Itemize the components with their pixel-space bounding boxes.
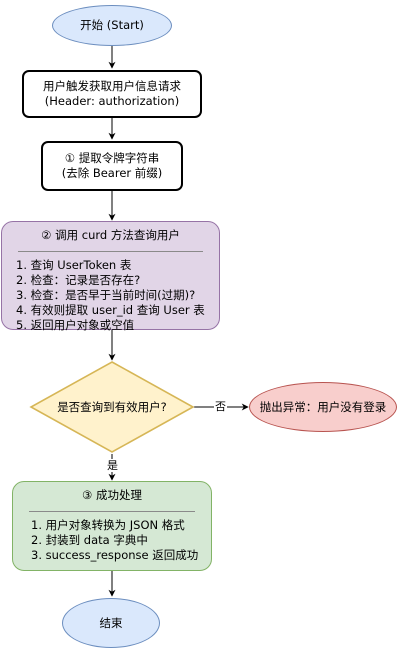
end-label: 结束 bbox=[99, 615, 123, 630]
decision-label: 是否查询到有效用户? bbox=[57, 399, 167, 414]
query-divider bbox=[18, 251, 203, 252]
success-step: 2. 封装到 data 字典中 bbox=[31, 533, 148, 547]
query-title: ② 调用 curd 方法查询用户 bbox=[41, 228, 180, 242]
success-divider bbox=[29, 511, 195, 512]
query-step-list: 1. 查询 UserToken 表 2. 检查：记录是否存在? 3. 检查：是否… bbox=[16, 258, 205, 333]
success-step-list: 1. 用户对象转换为 JSON 格式 2. 封装到 data 字典中 3. su… bbox=[31, 518, 198, 563]
query-step: 4. 有效则提取 user_id 查询 User 表 bbox=[16, 303, 205, 317]
request-node: 用户触发获取用户信息请求 (Header: authorization) bbox=[22, 70, 202, 118]
extract-node: ① 提取令牌字符串 (去除 Bearer 前缀) bbox=[41, 141, 183, 191]
end-node: 结束 bbox=[62, 598, 160, 648]
error-node: 抛出异常：用户没有登录 bbox=[249, 382, 397, 432]
query-node: ② 调用 curd 方法查询用户 1. 查询 UserToken 表 2. 检查… bbox=[1, 221, 220, 333]
extract-line-1: ① 提取令牌字符串 bbox=[64, 151, 160, 165]
edge-label-no: 否 bbox=[214, 400, 227, 413]
success-title: ③ 成功处理 bbox=[82, 488, 142, 502]
query-step: 3. 检查：是否早于当前时间(过期)? bbox=[16, 288, 196, 302]
decision-diamond bbox=[29, 361, 195, 453]
decision-label-box: 是否查询到有效用户? bbox=[31, 397, 193, 417]
start-label: 开始 (Start) bbox=[80, 18, 144, 32]
error-label: 抛出异常：用户没有登录 bbox=[259, 399, 387, 414]
query-step: 1. 查询 UserToken 表 bbox=[16, 258, 132, 272]
query-step: 5. 返回用户对象或空值 bbox=[16, 318, 135, 332]
success-step: 1. 用户对象转换为 JSON 格式 bbox=[31, 518, 185, 532]
request-line-2: (Header: authorization) bbox=[44, 94, 180, 108]
extract-line-2: (去除 Bearer 前缀) bbox=[61, 166, 163, 180]
success-step: 3. success_response 返回成功 bbox=[31, 548, 199, 562]
request-line-1: 用户触发获取用户信息请求 bbox=[43, 79, 181, 93]
start-node: 开始 (Start) bbox=[52, 5, 172, 46]
query-step: 2. 检查：记录是否存在? bbox=[16, 273, 141, 287]
success-node: ③ 成功处理 1. 用户对象转换为 JSON 格式 2. 封装到 data 字典… bbox=[12, 481, 212, 571]
edge-label-yes: 是 bbox=[106, 459, 119, 472]
